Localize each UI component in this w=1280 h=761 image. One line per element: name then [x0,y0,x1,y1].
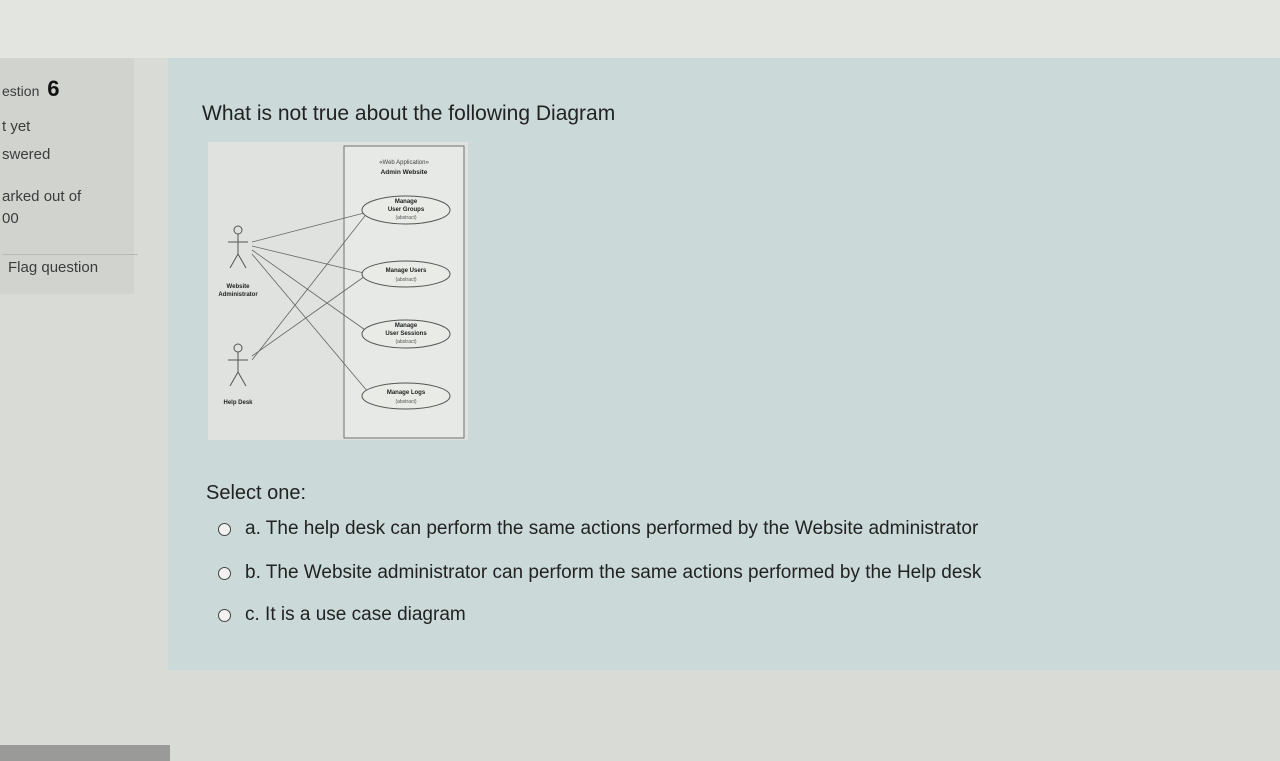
status-line-1: t yet [2,118,31,135]
use-case-manage-user-groups: Manage User Groups (abstract) [361,195,451,225]
use-case-1-line2: User Groups [388,207,425,213]
bottom-edge-bar [0,745,170,761]
use-case-manage-user-sessions: Manage User Sessions (abstract) [361,319,451,349]
actor-1-name-line2: Administrator [218,292,258,298]
answer-option-b[interactable]: b. The Website administrator can perform… [218,562,981,584]
marks-line-2: 00 [2,210,19,227]
question-prefix: estion [2,83,40,99]
use-case-manage-logs: Manage Logs (abstract) [361,382,451,410]
use-case-3-line2: User Sessions [385,331,427,337]
flag-question-link[interactable]: Flag question [2,254,138,281]
question-text: What is not true about the following Dia… [202,102,616,125]
actor-1-name-line1: Website [227,284,251,290]
radio-button-b[interactable] [218,566,231,580]
use-case-4-tag: (abstract) [395,399,416,405]
use-case-1-tag: (abstract) [395,215,416,221]
actor-help-desk [228,343,248,387]
use-case-diagram: «Web Application» Admin Website Website … [208,142,468,440]
question-content-panel: What is not true about the following Dia… [168,58,1280,670]
question-number-label: estion 6 [2,76,60,102]
actor-website-administrator [228,225,248,269]
option-c-label: c. It is a use case diagram [245,604,466,625]
answer-option-c[interactable]: c. It is a use case diagram [218,604,466,626]
use-case-3-line1: Manage [395,323,418,329]
use-case-3-tag: (abstract) [395,339,416,345]
use-case-2-tag: (abstract) [395,277,416,283]
radio-button-c[interactable] [218,608,231,622]
question-info-panel: estion 6 t yet swered arked out of 00 Fl… [0,58,138,294]
system-name: Admin Website [381,169,428,176]
marks-line-1: arked out of [2,188,82,205]
option-b-label: b. The Website administrator can perform… [245,562,982,583]
system-stereotype: «Web Application» [379,160,429,166]
top-background-strip [0,0,1280,58]
answer-option-a[interactable]: a. The help desk can perform the same ac… [218,518,978,540]
status-line-2: swered [2,146,51,163]
use-case-2-line1: Manage Users [386,268,427,274]
use-case-manage-users: Manage Users (abstract) [361,260,451,288]
use-case-1-line1: Manage [395,199,418,205]
option-a-label: a. The help desk can perform the same ac… [245,518,979,539]
use-case-4-line1: Manage Logs [387,390,426,396]
radio-button-a[interactable] [218,522,231,536]
select-one-label: Select one: [206,482,307,504]
question-number: 6 [47,76,60,101]
actor-2-name: Help Desk [223,400,253,406]
flag-question-label: Flag question [8,259,99,276]
association-lines [251,211,369,393]
